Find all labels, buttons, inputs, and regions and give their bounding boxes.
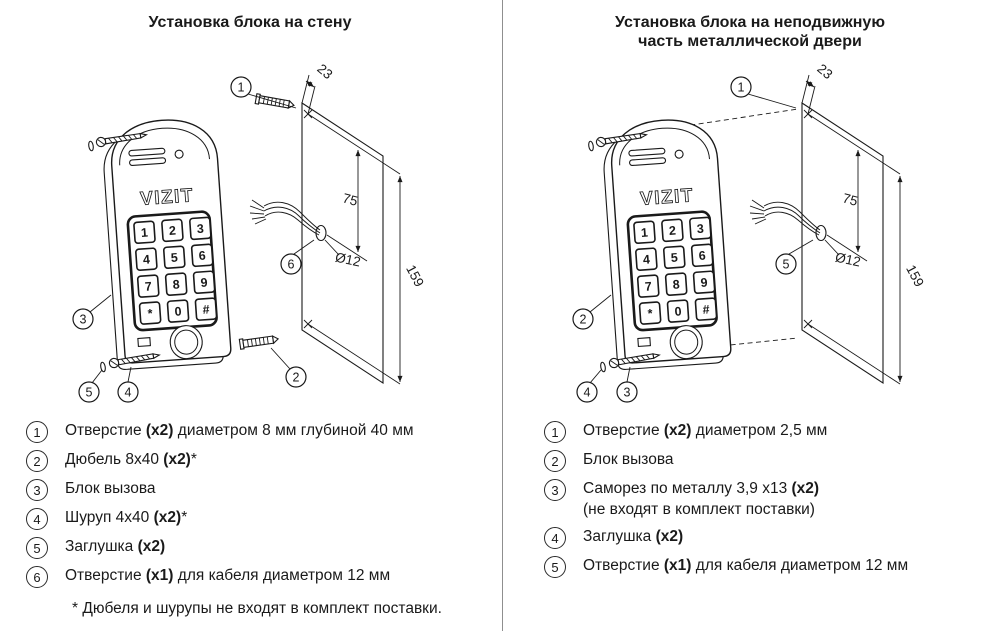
svg-text:5: 5	[86, 386, 93, 400]
svg-text:3: 3	[80, 313, 87, 327]
legend-item-2: 2 Дюбель 8х40 (х2)*	[26, 449, 500, 472]
dimension-top-offset: 23	[301, 61, 335, 115]
door-mount-section: Установка блока на неподвижную часть мет…	[500, 0, 1000, 631]
legend-text: Дюбель 8х40 (х2)*	[65, 451, 197, 468]
callout-hole: 1	[230, 76, 297, 109]
svg-text:1: 1	[238, 81, 245, 95]
svg-text:2: 2	[293, 371, 300, 385]
dimension-cable-diameter: Ø12	[324, 239, 362, 270]
legend-number: 4	[26, 508, 48, 530]
svg-text:5: 5	[783, 258, 790, 272]
legend-item-4: 4 Шуруп 4х40 (х2)*	[26, 507, 500, 530]
legend-item-6: 6 Отверстие (х1) для кабеля диаметром 12…	[26, 565, 500, 588]
section-divider	[502, 0, 503, 631]
legend-item-2: 2 Блок вызова	[544, 449, 1000, 472]
legend-number: 2	[26, 450, 48, 472]
right-diagram-title: Установка блока на неподвижную часть мет…	[500, 0, 1000, 56]
legend-text: Блок вызова	[583, 451, 674, 468]
top-cap	[87, 140, 95, 152]
legend-number: 1	[26, 421, 48, 443]
svg-text:75: 75	[341, 190, 359, 208]
svg-text:2: 2	[580, 313, 587, 327]
dimension-top-offset: 23	[801, 61, 835, 115]
callout-screw: 4	[117, 366, 139, 403]
legend-number: 1	[544, 421, 566, 443]
bottom-alignment-line	[662, 337, 799, 353]
legend-number: 4	[544, 527, 566, 549]
callout-hole: 1	[730, 76, 797, 109]
callout-cap: 4	[576, 369, 602, 403]
bottom-dowel	[238, 333, 280, 350]
svg-text:23: 23	[814, 61, 835, 82]
svg-text:159: 159	[903, 262, 927, 289]
dimension-hole-to-cable: 75	[807, 113, 901, 262]
legend-text: Отверстие (х1) для кабеля диаметром 12 м…	[583, 557, 909, 574]
legend-item-5: 5 Заглушка (х2)	[26, 536, 500, 559]
svg-text:159: 159	[403, 262, 427, 289]
svg-text:75: 75	[841, 190, 859, 208]
legend-text: Шуруп 4х40 (х2)*	[65, 509, 188, 526]
dimension-cable-diameter: Ø12	[824, 239, 862, 270]
callout-screw: 3	[616, 366, 638, 403]
callout-cap: 5	[78, 369, 103, 403]
legend-text: Отверстие (х1) для кабеля диаметром 12 м…	[65, 567, 391, 584]
legend-item-5: 5 Отверстие (х1) для кабеля диаметром 12…	[544, 555, 1000, 578]
top-alignment-line	[664, 108, 799, 130]
svg-text:23: 23	[314, 61, 335, 82]
legend-item-3: 3 Саморез по металлу 3,9 х13 (х2) (не вх…	[544, 478, 1000, 520]
right-title-line2: часть металлической двери	[638, 33, 862, 50]
legend-text: Саморез по металлу 3,9 х13 (х2) (не вход…	[583, 480, 820, 518]
right-legend: 1 Отверстие (х2) диаметром 2,5 мм 2 Блок…	[500, 420, 1000, 578]
bottom-cap	[99, 361, 107, 373]
wall-mount-diagram: 23 75 159 Ø12	[72, 61, 427, 403]
legend-text-line2: (не входят в комплект поставки)	[583, 501, 815, 518]
top-cap	[587, 140, 595, 152]
door-surface	[801, 101, 884, 385]
legend-text: Отверстие (х2) диаметром 8 мм глубиной 4…	[65, 422, 414, 439]
wall-mount-section: Установка блока на стену 23 75 159	[0, 14, 500, 618]
legend-item-3: 3 Блок вызова	[26, 478, 500, 501]
svg-text:3: 3	[624, 386, 631, 400]
footnote: * Дюбеля и шурупы не входят в комплект п…	[72, 600, 442, 617]
legend-text: Блок вызова	[65, 480, 156, 497]
legend-number: 5	[26, 537, 48, 559]
dimension-hole-to-cable: 75	[307, 113, 401, 262]
legend-item-4: 4 Заглушка (х2)	[544, 526, 1000, 549]
callout-cable: 6	[280, 239, 315, 275]
callout-cable: 5	[775, 239, 814, 275]
callout-unit: 2	[572, 294, 612, 330]
svg-text:1: 1	[738, 81, 745, 95]
left-diagram-title: Установка блока на стену	[148, 14, 352, 31]
door-mount-diagram: 23 75 159 Ø12	[572, 61, 927, 403]
legend-text: Заглушка (х2)	[65, 538, 166, 555]
callout-unit: 3	[72, 294, 112, 330]
svg-text:Ø12: Ø12	[834, 250, 862, 270]
legend-text: Заглушка (х2)	[583, 528, 684, 545]
left-legend: 1 Отверстие (х2) диаметром 8 мм глубиной…	[0, 420, 500, 618]
legend-number: 3	[26, 479, 48, 501]
svg-text:6: 6	[288, 258, 295, 272]
right-title-line1: Установка блока на неподвижную	[615, 14, 885, 31]
callout-dowel: 2	[270, 347, 307, 388]
intercom-unit	[599, 115, 734, 372]
legend-number: 3	[544, 479, 566, 501]
legend-item-1: 1 Отверстие (х2) диаметром 2,5 мм	[544, 420, 1000, 443]
legend-number: 5	[544, 556, 566, 578]
svg-text:Ø12: Ø12	[334, 250, 362, 270]
legend-text: Отверстие (х2) диаметром 2,5 мм	[583, 422, 828, 439]
intercom-unit	[99, 115, 234, 372]
wall-surface	[301, 101, 384, 385]
legend-item-1: 1 Отверстие (х2) диаметром 8 мм глубиной…	[26, 420, 500, 443]
svg-text:4: 4	[125, 386, 132, 400]
svg-text:4: 4	[584, 386, 591, 400]
legend-number: 6	[26, 566, 48, 588]
legend-number: 2	[544, 450, 566, 472]
